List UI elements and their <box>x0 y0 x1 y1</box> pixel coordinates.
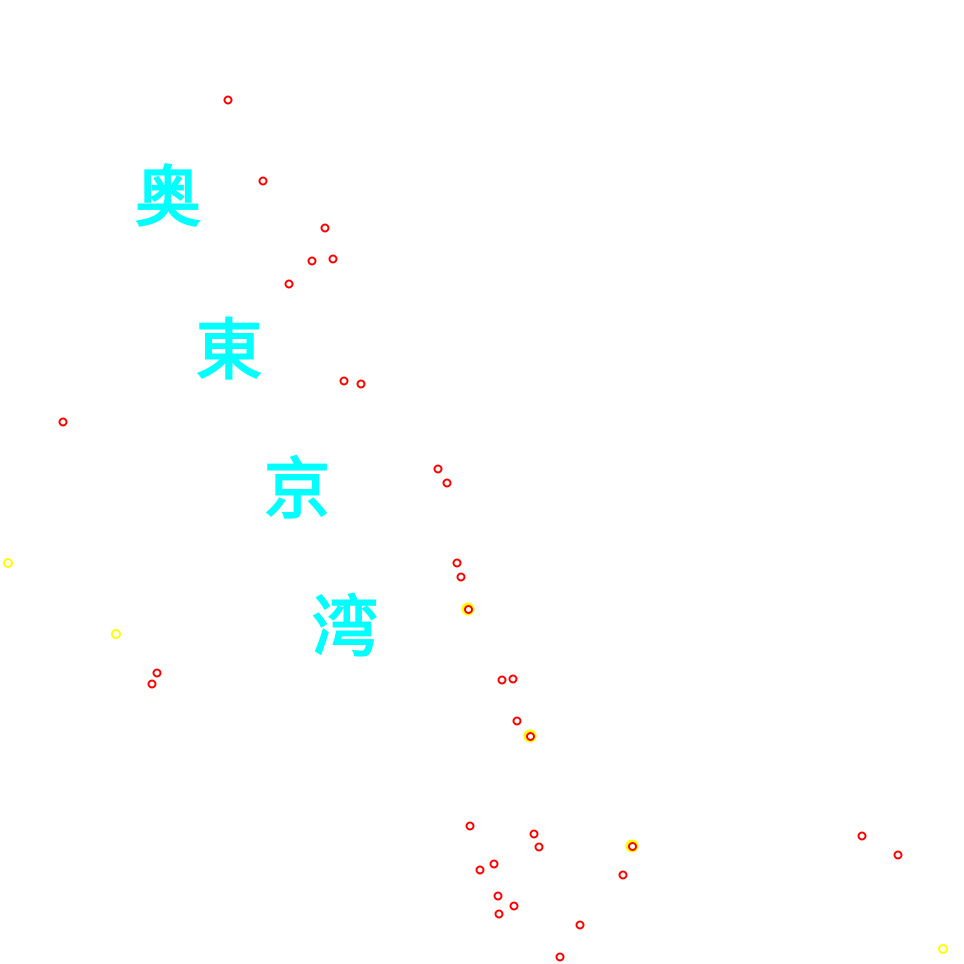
red-marker[interactable] <box>284 279 294 289</box>
red-marker[interactable] <box>307 256 317 266</box>
yellow-marker[interactable] <box>938 944 948 954</box>
red-marker[interactable] <box>328 254 338 264</box>
red-marker[interactable] <box>512 716 522 726</box>
red-marker[interactable] <box>497 675 507 685</box>
yellow-marker[interactable] <box>111 629 121 639</box>
red-marker[interactable] <box>493 891 503 901</box>
red-marker[interactable] <box>575 920 585 930</box>
red-marker[interactable] <box>529 829 539 839</box>
red-marker[interactable] <box>223 95 233 105</box>
map-label-char-1: 奥 <box>135 159 201 236</box>
red-marker[interactable] <box>509 901 519 911</box>
red-marker[interactable] <box>857 831 867 841</box>
map-label-char-3: 京 <box>264 451 330 528</box>
red-marker[interactable] <box>456 572 466 582</box>
red-marker[interactable] <box>356 379 366 389</box>
red-marker[interactable] <box>152 668 162 678</box>
map-label-char-2: 東 <box>196 312 262 389</box>
red-marker[interactable] <box>147 679 157 689</box>
yellow-marker[interactable] <box>3 558 13 568</box>
red-marker[interactable] <box>320 223 330 233</box>
red-marker[interactable] <box>442 478 452 488</box>
red-marker[interactable] <box>433 464 443 474</box>
red-marker[interactable] <box>534 842 544 852</box>
overlapping-marker[interactable] <box>461 602 475 616</box>
red-marker[interactable] <box>475 865 485 875</box>
red-marker[interactable] <box>618 870 628 880</box>
red-marker[interactable] <box>339 376 349 386</box>
overlapping-marker[interactable] <box>625 839 639 853</box>
map-label-char-4: 湾 <box>312 589 378 666</box>
red-marker[interactable] <box>58 417 68 427</box>
red-marker[interactable] <box>452 558 462 568</box>
red-marker[interactable] <box>893 850 903 860</box>
red-marker[interactable] <box>494 909 504 919</box>
red-marker[interactable] <box>489 859 499 869</box>
red-marker[interactable] <box>258 176 268 186</box>
red-marker[interactable] <box>555 952 565 962</box>
red-marker[interactable] <box>508 674 518 684</box>
red-marker[interactable] <box>465 821 475 831</box>
overlapping-marker[interactable] <box>523 729 537 743</box>
